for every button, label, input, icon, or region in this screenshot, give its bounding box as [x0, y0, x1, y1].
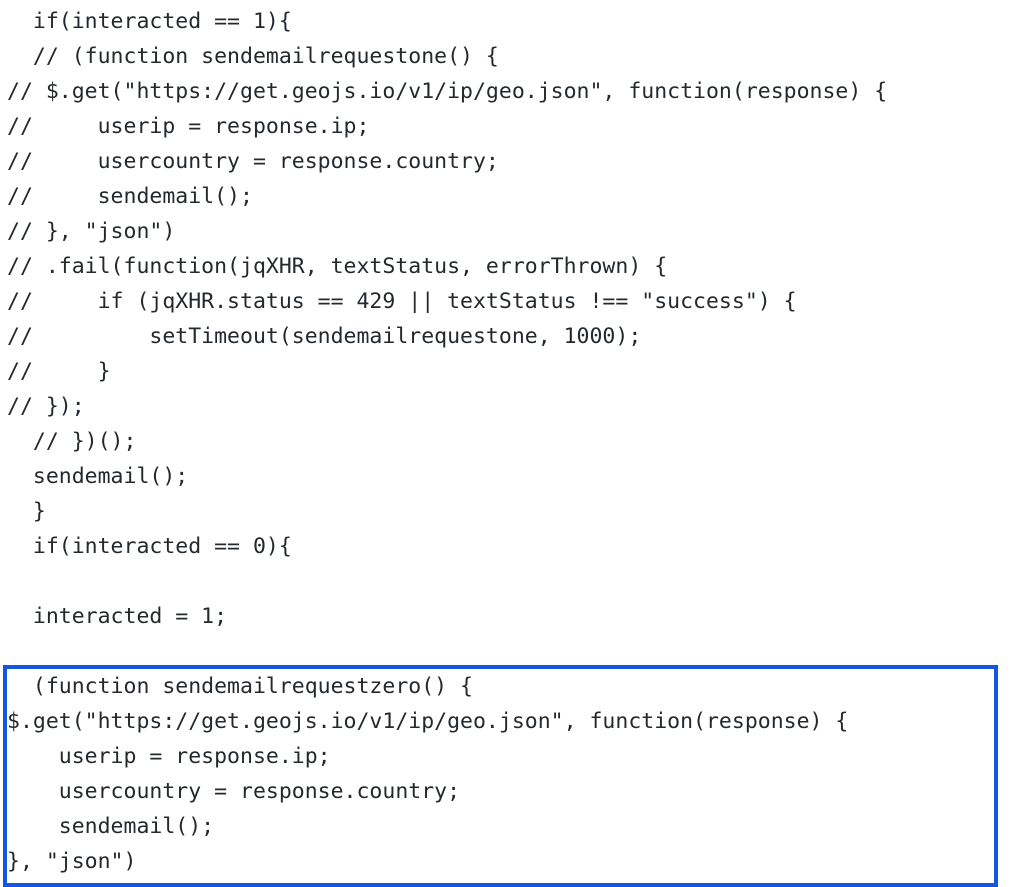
code-line[interactable]: // if (jqXHR.status == 429 || textStatus… [7, 289, 797, 314]
code-line[interactable]: // sendemail(); [7, 184, 253, 209]
code-line[interactable] [0, 564, 7, 599]
code-line[interactable]: if(interacted == 1){ [7, 9, 292, 34]
code-line[interactable]: // }, "json") [7, 219, 176, 244]
code-line[interactable]: userip = response.ip; [7, 744, 331, 769]
code-line[interactable]: sendemail(); [7, 814, 215, 839]
code-line[interactable]: sendemail(); [7, 464, 189, 489]
code-line[interactable] [0, 634, 7, 669]
code-line[interactable]: if(interacted == 0){ [7, 534, 292, 559]
code-line[interactable]: interacted = 1; [7, 604, 228, 629]
code-line[interactable]: // .fail(function(jqXHR, textStatus, err… [7, 254, 668, 279]
code-line[interactable]: (function sendemailrequestzero() { [7, 674, 473, 699]
code-line[interactable]: } [7, 499, 46, 524]
code-line[interactable]: // setTimeout(sendemailrequestone, 1000)… [7, 324, 642, 349]
code-line[interactable]: $.get("https://get.geojs.io/v1/ip/geo.js… [7, 709, 849, 734]
code-line[interactable]: // usercountry = response.country; [7, 149, 499, 174]
code-line[interactable]: usercountry = response.country; [7, 779, 461, 804]
code-line[interactable]: }, "json") [7, 849, 137, 874]
code-line[interactable]: // userip = response.ip; [7, 114, 370, 139]
code-line[interactable]: // $.get("https://get.geojs.io/v1/ip/geo… [7, 79, 888, 104]
code-line[interactable]: // (function sendemailrequestone() { [7, 44, 499, 69]
code-line[interactable]: // })(); [7, 429, 137, 454]
code-line[interactable]: // } [7, 359, 111, 384]
code-line[interactable]: // }); [7, 394, 85, 419]
